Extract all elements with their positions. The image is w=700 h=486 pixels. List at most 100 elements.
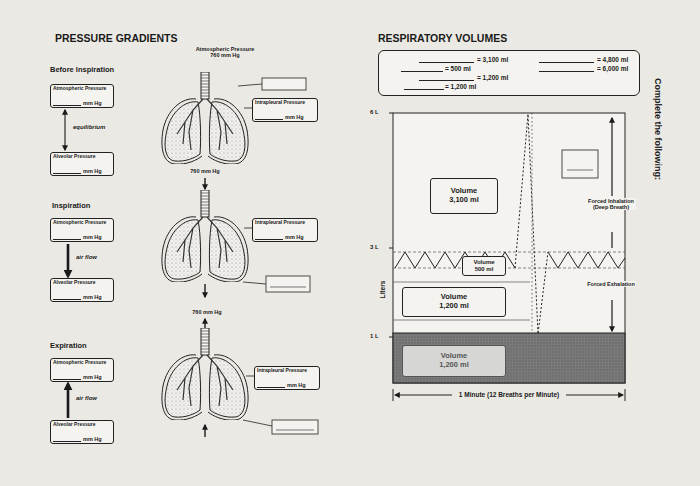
chart-frame [393,113,625,383]
answer-blank [53,373,81,380]
unit-text: mm Hg [287,383,306,389]
lungs-illustration [162,72,248,164]
volume-boundary [393,252,625,253]
answer-row: mm Hg [53,233,111,240]
volume-label: Volume 3,100 ml [442,187,487,204]
volume-box: Volume 1,200 ml [402,345,506,377]
section-title: PRESSURE GRADIENTS [55,33,275,45]
volume-boundary [393,282,530,283]
answer-box [266,276,310,292]
phase-heading: Expiration [50,342,150,350]
pressure-note: 760 mm Hg [180,168,230,174]
time-arrow [566,395,623,396]
answer-line [567,170,593,171]
leader-line [238,84,262,86]
volume-value: = 1,200 ml [445,83,476,90]
volume-note: Forced Inhalation (Deep Breath) [586,198,636,210]
lungs-illustration [162,190,248,282]
answer-line [270,287,306,288]
pressure-box: Atmospheric Pressure mm Hg [50,358,114,382]
flow-arrow [67,384,70,418]
volume-value: = 1,200 ml [477,74,508,81]
pressure-box: Alveolar Pressure mm Hg [50,278,114,302]
answer-row: mm Hg [53,99,111,106]
phase-heading: Inspiration [52,202,152,210]
answer-row: mm Hg [255,233,315,240]
unit-text: mm Hg [83,375,102,381]
pressure-note: 760 mm Hg [182,309,232,315]
equilibrium-arrow [64,110,65,150]
axis-tick [389,337,393,338]
answer-blank [401,71,443,72]
pressure-arrow [204,284,205,297]
axis-tick-label: 1 L [370,333,390,340]
leader-line [243,420,272,426]
box-heading: Intrapleural Pressure [255,220,315,225]
pressure-box: Atmospheric Pressure mm Hg [50,84,114,108]
residual-band [393,333,625,383]
volume-key-box: = 3,100 ml= 4,800 ml= 500 ml= 6,000 ml= … [378,50,640,96]
unit-text: mm Hg [83,235,102,241]
volume-box: Volume 3,100 ml [430,178,498,214]
forced-arrow [611,118,612,196]
volume-value: = 500 ml [445,65,471,72]
deep-breath-trace [515,114,548,334]
answer-blank [255,113,283,120]
leader-line [243,282,266,284]
volume-boundary [393,320,530,321]
pressure-box: Alveolar Pressuremm Hg [50,420,114,444]
box-heading: Alveolar Pressure [53,280,111,285]
dotted-guide [532,113,533,333]
tidal-trace [548,252,625,268]
pressure-box: Alveolar Pressuremm Hg [50,152,114,176]
answer-box [262,78,306,90]
unit-text: mm Hg [83,437,102,443]
answer-blank [419,80,474,81]
flow-arrow [67,244,70,276]
time-axis-label: 1 Minute (12 Breaths per Minute) [434,391,584,398]
volume-box: Volume 500 ml [462,256,506,276]
forced-arrow [611,300,612,331]
answer-blank [257,381,285,388]
answer-row: mm Hg [53,167,111,174]
volume-box: Volume 1,200 ml [402,287,506,317]
time-arrow [395,395,452,396]
instruction-note: Complete the following: [652,59,662,199]
arrow-label: equilibrium [73,124,105,130]
unit-text: mm Hg [285,235,304,241]
section-title: RESPIRATORY VOLUMES [378,33,598,45]
axis-tick-label: 3 L [370,244,390,251]
box-heading: Atmospheric Pressure [53,360,111,365]
answer-box [272,420,318,434]
volume-label: Volume 1,200 ml [432,293,477,310]
box-heading: Atmospheric Pressure [53,220,111,225]
answer-blank [53,435,81,442]
answer-blank [53,233,81,240]
answer-blank [539,71,594,72]
arrow-label: air flow [76,395,97,401]
volume-value: = 4,800 ml [597,56,628,63]
answer-row: mm Hg [255,113,315,120]
pressure-arrow [204,319,205,328]
unit-text: mm Hg [83,169,102,175]
answer-line [276,430,314,431]
leader-line [246,376,254,377]
pressure-arrow [204,178,205,189]
unit-text: mm Hg [83,295,102,301]
axis-tick [389,113,393,114]
volume-value: = 6,000 ml [597,65,628,72]
pressure-note: Atmospheric Pressure 760 mm Hg [193,46,257,58]
answer-row: mm Hg [257,381,317,388]
volume-label: Volume 500 ml [470,259,498,273]
volume-label: Volume 1,200 ml [432,352,477,369]
forced-arrow [611,232,612,248]
answer-blank [53,99,81,106]
pressure-box: Intrapleural Pressure mm Hg [252,218,318,242]
arrow-label: air flow [76,254,97,260]
leader-line [244,228,252,229]
answer-blank [419,62,474,63]
pressure-box: Atmospheric Pressure mm Hg [50,218,114,242]
box-heading: Atmospheric Pressure [53,86,111,91]
